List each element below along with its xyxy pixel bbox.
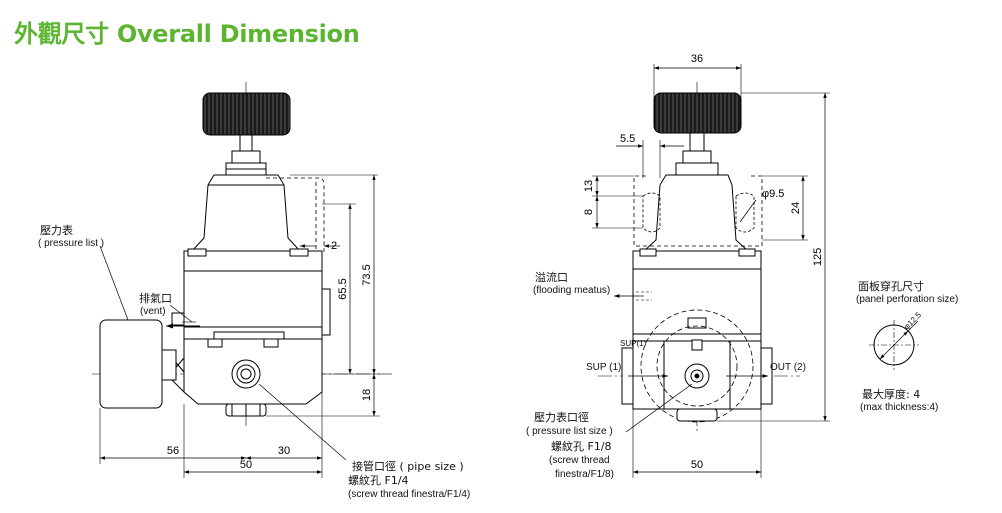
adjust-knob-front bbox=[653, 92, 742, 134]
panel-thickness-en: (max thickness:4) bbox=[860, 402, 938, 413]
left-view bbox=[92, 82, 392, 478]
panel-title-en: (panel perforation size) bbox=[856, 294, 958, 305]
thread-18-label-en1: (screw thread bbox=[549, 455, 610, 466]
gauge-size-label-zh: 壓力表口徑 bbox=[534, 410, 589, 424]
dim-phi9-5: φ9.5 bbox=[762, 188, 784, 200]
overflow-label-en: (flooding meatus) bbox=[533, 285, 610, 296]
out-label: OUT (2) bbox=[770, 362, 806, 373]
dim-73-5: 73.5 bbox=[361, 264, 373, 285]
dim-8: 8 bbox=[583, 209, 595, 215]
overflow-label-zh: 溢流口 bbox=[535, 270, 568, 284]
dim-125: 125 bbox=[812, 248, 824, 266]
panel-title-zh: 面板穿孔尺寸 bbox=[858, 279, 924, 293]
dim-30: 30 bbox=[278, 445, 290, 457]
panel-hole-view bbox=[869, 320, 919, 370]
sup-small-label: SUP(1) bbox=[620, 339, 647, 348]
dim-50-left: 50 bbox=[240, 459, 252, 471]
gauge-label-zh: 壓力表 bbox=[40, 223, 73, 237]
dim-18: 18 bbox=[361, 389, 373, 401]
panel-thickness-zh: 最大厚度: 4 bbox=[862, 387, 920, 401]
thread-18-label-zh: 螺紋孔 F1/8 bbox=[551, 439, 612, 453]
dim-24: 24 bbox=[790, 202, 802, 214]
gauge-label-en: ( pressure list ) bbox=[38, 238, 104, 249]
dim-5-5: 5.5 bbox=[620, 133, 635, 145]
pressure-gauge bbox=[99, 319, 163, 409]
adjust-knob bbox=[202, 92, 291, 136]
vent-label-en: (vent) bbox=[140, 306, 166, 317]
page-title: 外觀尺寸 Overall Dimension bbox=[14, 20, 360, 48]
sup-label: SUP (1) bbox=[586, 362, 621, 373]
pipe-size-label: 接管口徑 ( pipe size ) bbox=[352, 459, 464, 473]
gauge-size-label-en: ( pressure list size ) bbox=[526, 426, 613, 437]
gauge-outline bbox=[640, 309, 754, 423]
thread-label-zh: 螺紋孔 F1/4 bbox=[348, 473, 409, 487]
dim-2: 2 bbox=[331, 240, 337, 252]
vent-label-zh: 排氣口 bbox=[139, 291, 172, 305]
thread-18-label-en2: finestra/F1/8) bbox=[555, 469, 614, 480]
dim-65-5: 65.5 bbox=[337, 278, 349, 299]
dim-56: 56 bbox=[167, 445, 179, 457]
right-view bbox=[592, 64, 830, 478]
panel-hole-dim: φ12.5 bbox=[902, 310, 923, 331]
dim-50-right: 50 bbox=[691, 459, 703, 471]
dim-36: 36 bbox=[691, 53, 703, 65]
thread-label-en: (screw thread finestra/F1/4) bbox=[348, 489, 470, 500]
dim-13: 13 bbox=[583, 180, 595, 192]
